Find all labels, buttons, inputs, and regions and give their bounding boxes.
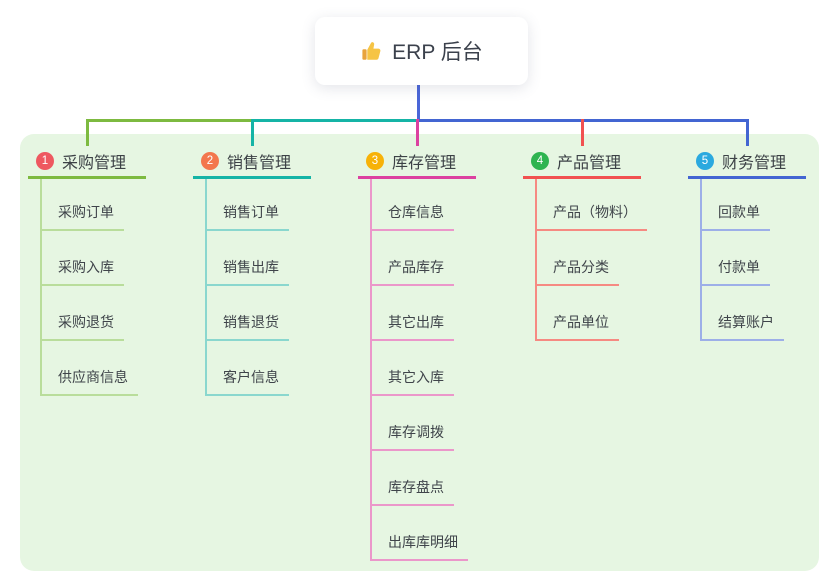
subtopic-4-3[interactable]: 产品单位 — [535, 313, 619, 341]
subtopic-3-5[interactable]: 库存调拨 — [370, 423, 454, 451]
subtopic-2-2-label: 销售出库 — [205, 258, 289, 286]
subtopic-5-3-label: 结算账户 — [700, 313, 784, 341]
subtopic-3-6[interactable]: 库存盘点 — [370, 478, 454, 506]
subtopic-2-3[interactable]: 销售退货 — [205, 313, 289, 341]
subtopic-1-4[interactable]: 供应商信息 — [40, 368, 138, 396]
mindmap-group-panel — [20, 134, 819, 571]
subtopic-1-3[interactable]: 采购退货 — [40, 313, 124, 341]
subtopic-1-2-label: 采购入库 — [40, 258, 124, 286]
branch-1-number-badge: 1 — [36, 152, 54, 170]
subtopic-3-7[interactable]: 出库库明细 — [370, 533, 468, 561]
subtopic-3-1-label: 仓库信息 — [370, 203, 454, 231]
branch-2-drop-line — [250, 119, 254, 146]
branch-topic-2[interactable]: 2 销售管理 — [193, 148, 291, 174]
subtopic-2-2[interactable]: 销售出库 — [205, 258, 289, 286]
subtopic-5-2[interactable]: 付款单 — [700, 258, 770, 286]
subtopic-5-1[interactable]: 回款单 — [700, 203, 770, 231]
root-topic[interactable]: ERP 后台 — [315, 17, 528, 85]
subtopic-1-2[interactable]: 采购入库 — [40, 258, 124, 286]
subtopic-1-4-label: 供应商信息 — [40, 368, 138, 396]
subtopic-3-4[interactable]: 其它入库 — [370, 368, 454, 396]
subtopic-3-2-label: 产品库存 — [370, 258, 454, 286]
subtopic-3-5-label: 库存调拨 — [370, 423, 454, 451]
branch-topic-3[interactable]: 3 库存管理 — [358, 148, 456, 174]
root-topic-label: ERP 后台 — [392, 41, 483, 64]
subtopic-1-1-label: 采购订单 — [40, 203, 124, 231]
subtopic-5-1-label: 回款单 — [700, 203, 770, 231]
subtopic-4-1[interactable]: 产品（物料） — [535, 203, 647, 231]
branch-2-number-badge: 2 — [201, 152, 219, 170]
branch-3-drop-line — [415, 119, 419, 146]
subtopic-4-2[interactable]: 产品分类 — [535, 258, 619, 286]
subtopic-4-3-label: 产品单位 — [535, 313, 619, 341]
subtopic-1-3-label: 采购退货 — [40, 313, 124, 341]
branch-1-drop-line — [85, 119, 89, 146]
branch-topic-4[interactable]: 4 产品管理 — [523, 148, 621, 174]
branch-4-number-badge: 4 — [531, 152, 549, 170]
branch-topic-5[interactable]: 5 财务管理 — [688, 148, 786, 174]
branch-5-drop-line — [745, 119, 749, 146]
thumbs-up-icon — [360, 40, 383, 63]
branch-4-child-spine — [535, 179, 537, 341]
branch-4-label: 产品管理 — [557, 155, 622, 172]
branch-5-child-spine — [700, 179, 702, 341]
subtopic-1-1[interactable]: 采购订单 — [40, 203, 124, 231]
branch-topic-1[interactable]: 1 采购管理 — [28, 148, 126, 174]
subtopic-2-1[interactable]: 销售订单 — [205, 203, 289, 231]
subtopic-3-1[interactable]: 仓库信息 — [370, 203, 454, 231]
subtopic-2-3-label: 销售退货 — [205, 313, 289, 341]
subtopic-3-7-label: 出库库明细 — [370, 533, 468, 561]
subtopic-5-3[interactable]: 结算账户 — [700, 313, 784, 341]
branch-5-underline — [688, 176, 806, 179]
subtopic-5-2-label: 付款单 — [700, 258, 770, 286]
subtopic-3-4-label: 其它入库 — [370, 368, 454, 396]
subtopic-3-3[interactable]: 其它出库 — [370, 313, 454, 341]
branch-1-underline — [28, 176, 146, 179]
branch-2-connector-segment — [250, 119, 420, 122]
subtopic-2-4[interactable]: 客户信息 — [205, 368, 289, 396]
branch-2-underline — [193, 176, 311, 179]
subtopic-3-3-label: 其它出库 — [370, 313, 454, 341]
branch-1-label: 采购管理 — [62, 155, 127, 172]
branch-3-underline — [358, 176, 476, 179]
branch-1-child-spine — [40, 179, 42, 396]
branch-4-underline — [523, 176, 641, 179]
branch-1-connector-segment — [85, 119, 254, 122]
branch-2-child-spine — [205, 179, 207, 396]
root-connector-line — [417, 84, 420, 122]
branch-5-number-badge: 5 — [696, 152, 714, 170]
subtopic-3-6-label: 库存盘点 — [370, 478, 454, 506]
subtopic-4-1-label: 产品（物料） — [535, 203, 647, 231]
subtopic-4-2-label: 产品分类 — [535, 258, 619, 286]
subtopic-2-4-label: 客户信息 — [205, 368, 289, 396]
subtopic-2-1-label: 销售订单 — [205, 203, 289, 231]
branch-3-label: 库存管理 — [392, 155, 457, 172]
branch-4-drop-line — [580, 119, 584, 146]
subtopic-3-2[interactable]: 产品库存 — [370, 258, 454, 286]
branch-5-label: 财务管理 — [722, 155, 787, 172]
branch-2-label: 销售管理 — [227, 155, 292, 172]
branch-3-child-spine — [370, 179, 372, 561]
branch-3-number-badge: 3 — [366, 152, 384, 170]
